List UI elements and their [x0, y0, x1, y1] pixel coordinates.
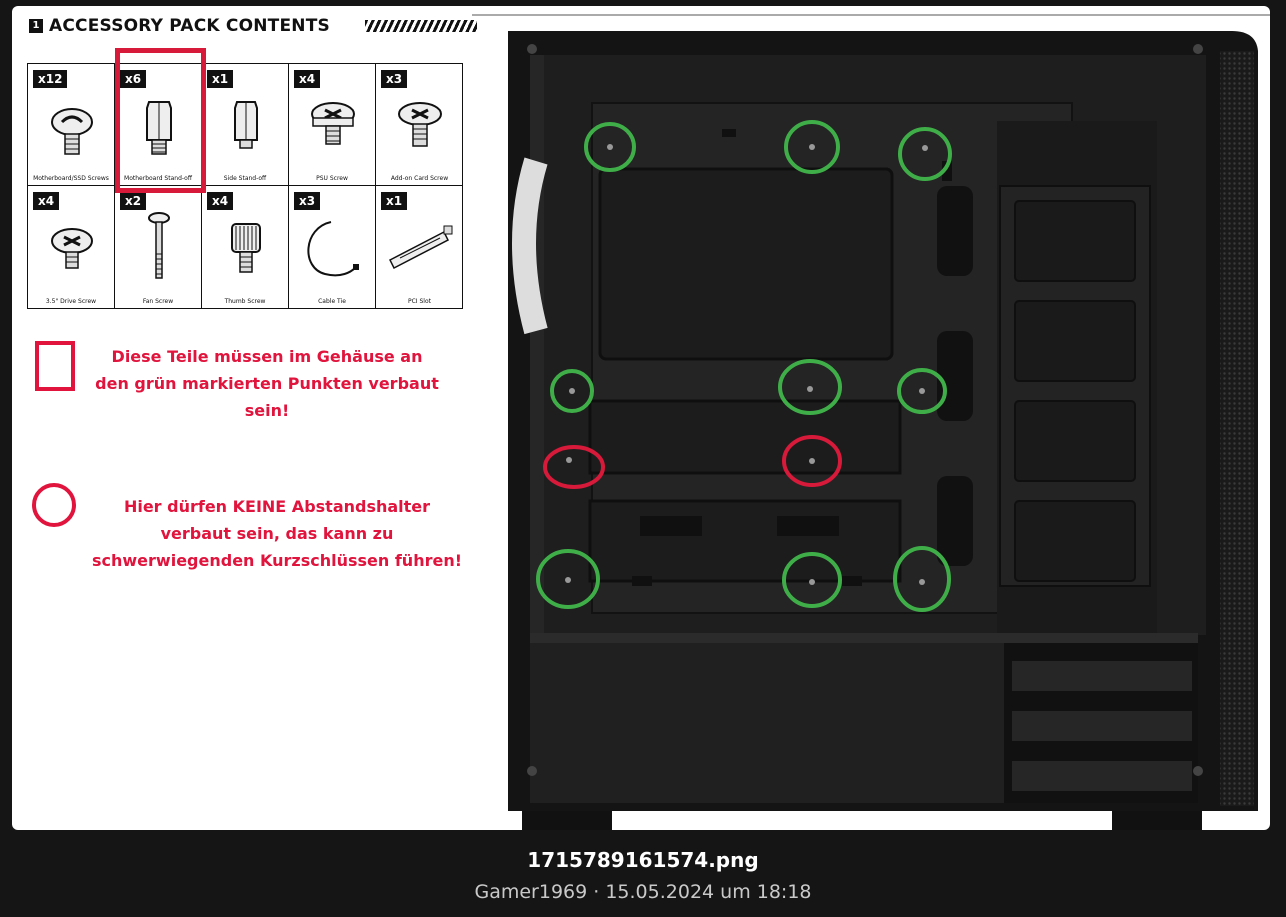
pc-case-image — [472, 14, 1270, 830]
item-label: Fan Screw — [142, 298, 174, 305]
item-quantity: x3 — [381, 70, 408, 88]
item-label: Add-on Card Screw — [390, 175, 449, 182]
item-quantity: x12 — [33, 70, 68, 88]
fan-screw-icon — [148, 212, 170, 279]
motherboard-screw-icon — [51, 108, 93, 155]
header-stripes — [365, 20, 477, 32]
accessory-title: ACCESSORY PACK CONTENTS — [49, 16, 330, 36]
thumb-screw-icon — [231, 223, 261, 273]
accessory-item: x12 Motherboard/SSD Screws — [28, 64, 115, 186]
image-filename: 1715789161574.png — [527, 848, 759, 872]
item-label: PSU Screw — [316, 175, 348, 182]
item-quantity: x1 — [381, 192, 408, 210]
item-quantity: x2 — [120, 192, 147, 210]
item-quantity: x4 — [207, 192, 234, 210]
item-quantity: x6 — [120, 70, 147, 88]
accessory-item: x2 Fan Screw — [115, 186, 202, 308]
accessory-item: x3 Cable Tie — [289, 186, 376, 308]
accessory-grid: x12 Motherboard/SSD Screws x6 Motherboar… — [27, 63, 463, 309]
item-label: 3.5" Drive Screw — [45, 298, 97, 305]
psu-screw-icon — [311, 102, 355, 145]
image-card[interactable]: 1 ACCESSORY PACK CONTENTS x12 Motherboar… — [12, 6, 1270, 830]
card-screw-icon — [398, 102, 442, 147]
accessory-header: 1 ACCESSORY PACK CONTENTS — [29, 15, 479, 37]
item-quantity: x1 — [207, 70, 234, 88]
legend-circle-icon — [32, 483, 76, 527]
image-meta: Gamer1969 · 15.05.2024 um 18:18 — [474, 881, 812, 903]
section-number: 1 — [29, 19, 43, 33]
standoff-icon — [146, 101, 172, 155]
item-label: Motherboard/SSD Screws — [33, 175, 109, 182]
legend-circle-text: Hier dürfen KEINE Abstandshalter verbaut… — [92, 497, 463, 570]
accessory-item: x4 Thumb Screw — [202, 186, 289, 308]
accessory-item: x4 PSU Screw — [289, 64, 376, 186]
item-label: Side Stand-off — [223, 175, 267, 182]
accessory-item: x1 Side Stand-off — [202, 64, 289, 186]
item-label: Motherboard Stand-off — [124, 175, 192, 182]
accessory-item: x1 PCI Slot — [376, 186, 463, 308]
drive-screw-icon — [51, 228, 93, 269]
legend-square-text: Diese Teile müssen im Gehäuse an den grü… — [95, 347, 439, 420]
item-quantity: x4 — [33, 192, 60, 210]
accessory-item: x3 Add-on Card Screw — [376, 64, 463, 186]
pci-slot-icon — [388, 225, 453, 270]
item-label: PCI Slot — [408, 298, 431, 305]
item-label: Thumb Screw — [224, 298, 266, 305]
accessory-item: x6 Motherboard Stand-off — [115, 64, 202, 186]
item-quantity: x4 — [294, 70, 321, 88]
cable-tie-icon — [307, 221, 359, 277]
standoff-highlight — [115, 48, 206, 193]
legend-square-icon — [35, 341, 75, 391]
item-quantity: x3 — [294, 192, 321, 210]
item-label: Cable Tie — [318, 298, 346, 305]
side-standoff-icon — [234, 101, 258, 149]
accessory-item: x4 3.5" Drive Screw — [28, 186, 115, 308]
